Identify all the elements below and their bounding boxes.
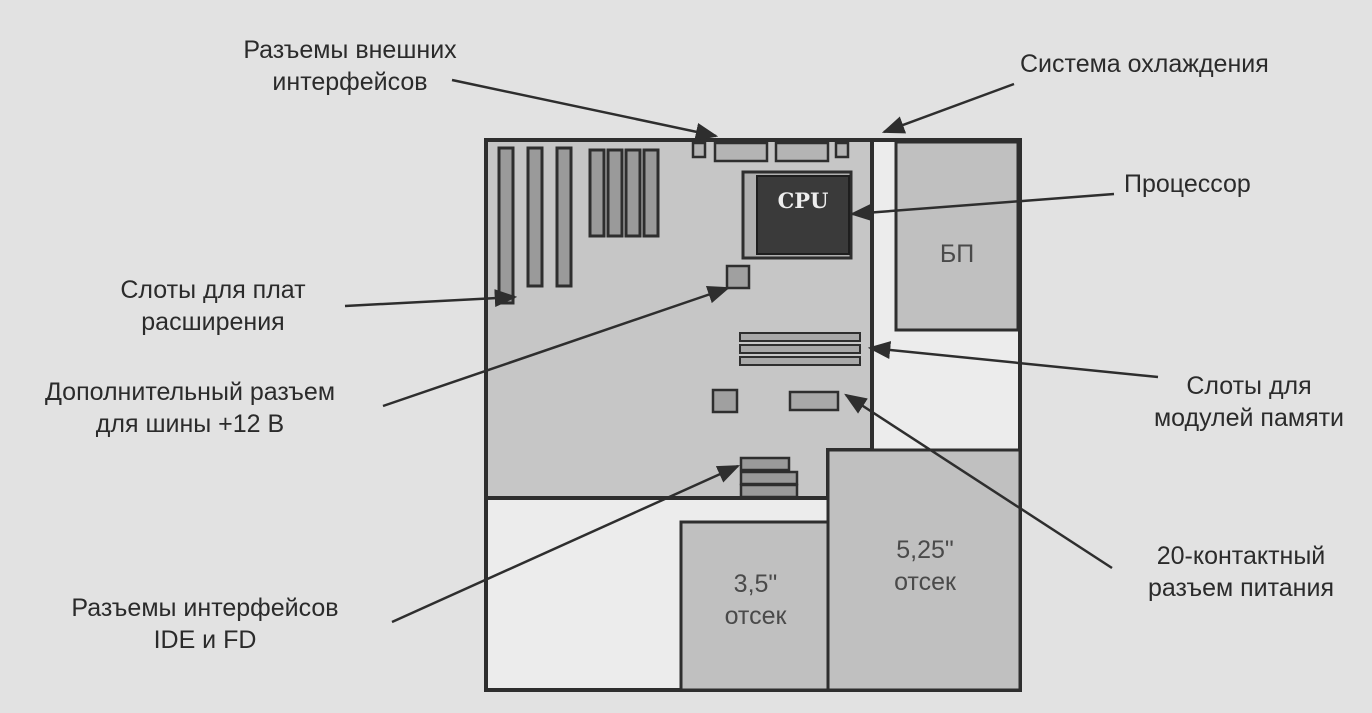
- memory-slots: [739, 332, 861, 366]
- label-cpu: Процессор: [1124, 168, 1251, 200]
- psu-label-text: БП: [939, 240, 975, 268]
- external-port-connectors: [691, 141, 850, 163]
- bay-525-line2: отсек: [894, 568, 956, 596]
- ide-fd-connectors: [739, 456, 799, 499]
- bay-525-label: 5,25" отсек: [830, 534, 1020, 598]
- label-power-conn-line2: разъем питания: [1148, 574, 1334, 602]
- arrow-cpu: [849, 192, 1115, 222]
- chipset: [711, 388, 739, 414]
- label-exp-slots-line1: Слоты для плат: [120, 276, 306, 304]
- label-aux-conn: Дополнительный разъем для шины +12 В: [0, 376, 380, 440]
- bay-525: [826, 448, 1022, 692]
- label-cooling-text: Система охлаждения: [1020, 50, 1269, 78]
- bay-35-line2: отсек: [724, 602, 787, 630]
- label-ide-fd-line1: Разъемы интерфейсов: [71, 594, 339, 622]
- bay-525-line1: 5,25": [896, 536, 954, 564]
- label-ext-ports-line1: Разъемы внешних: [243, 36, 457, 64]
- label-ide-fd-line2: IDE и FD: [153, 626, 257, 654]
- label-power-conn-line1: 20-контактный: [1156, 542, 1326, 570]
- arrow-mem-slots: [867, 341, 1159, 379]
- label-ext-ports: Разъемы внешних интерфейсов: [200, 34, 500, 98]
- arrow-power-conn: [844, 393, 1113, 570]
- expansion-slots-long: [497, 146, 573, 305]
- label-mem-slots: Слоты для модулей памяти: [1126, 370, 1372, 434]
- label-cpu-text: Процессор: [1124, 170, 1251, 198]
- aux-12v-connector: [725, 264, 751, 290]
- label-exp-slots-line2: расширения: [141, 308, 285, 336]
- bay-35: [679, 520, 830, 692]
- arrow-cooling: [881, 82, 1015, 134]
- label-mem-slots-line1: Слоты для: [1186, 372, 1312, 400]
- bay-35-label: 3,5" отсек: [683, 568, 828, 632]
- cpu-chip-label: CPU: [778, 188, 829, 213]
- label-aux-conn-line1: Дополнительный разъем: [44, 378, 336, 406]
- label-ext-ports-line2: интерфейсов: [272, 68, 428, 96]
- arrow-aux-conn: [382, 286, 731, 408]
- psu-label: БП: [900, 238, 1014, 270]
- label-aux-conn-line2: для шины +12 В: [95, 410, 285, 438]
- arrow-exp-slots: [344, 289, 518, 308]
- arrow-ide-fd: [391, 464, 741, 624]
- arrow-ext-ports: [451, 78, 719, 141]
- label-cooling: Система охлаждения: [1020, 48, 1269, 80]
- label-mem-slots-line2: модулей памяти: [1153, 404, 1345, 432]
- label-power-conn: 20-контактный разъем питания: [1110, 540, 1372, 604]
- bay-35-line1: 3,5": [733, 570, 778, 598]
- label-exp-slots: Слоты для плат расширения: [78, 274, 348, 338]
- expansion-slots-short: [588, 148, 660, 238]
- cpu-chip: [756, 175, 850, 255]
- power-supply-unit: [894, 140, 1020, 332]
- label-ide-fd: Разъемы интерфейсов IDE и FD: [20, 592, 390, 656]
- atx-power-connector: [788, 390, 840, 412]
